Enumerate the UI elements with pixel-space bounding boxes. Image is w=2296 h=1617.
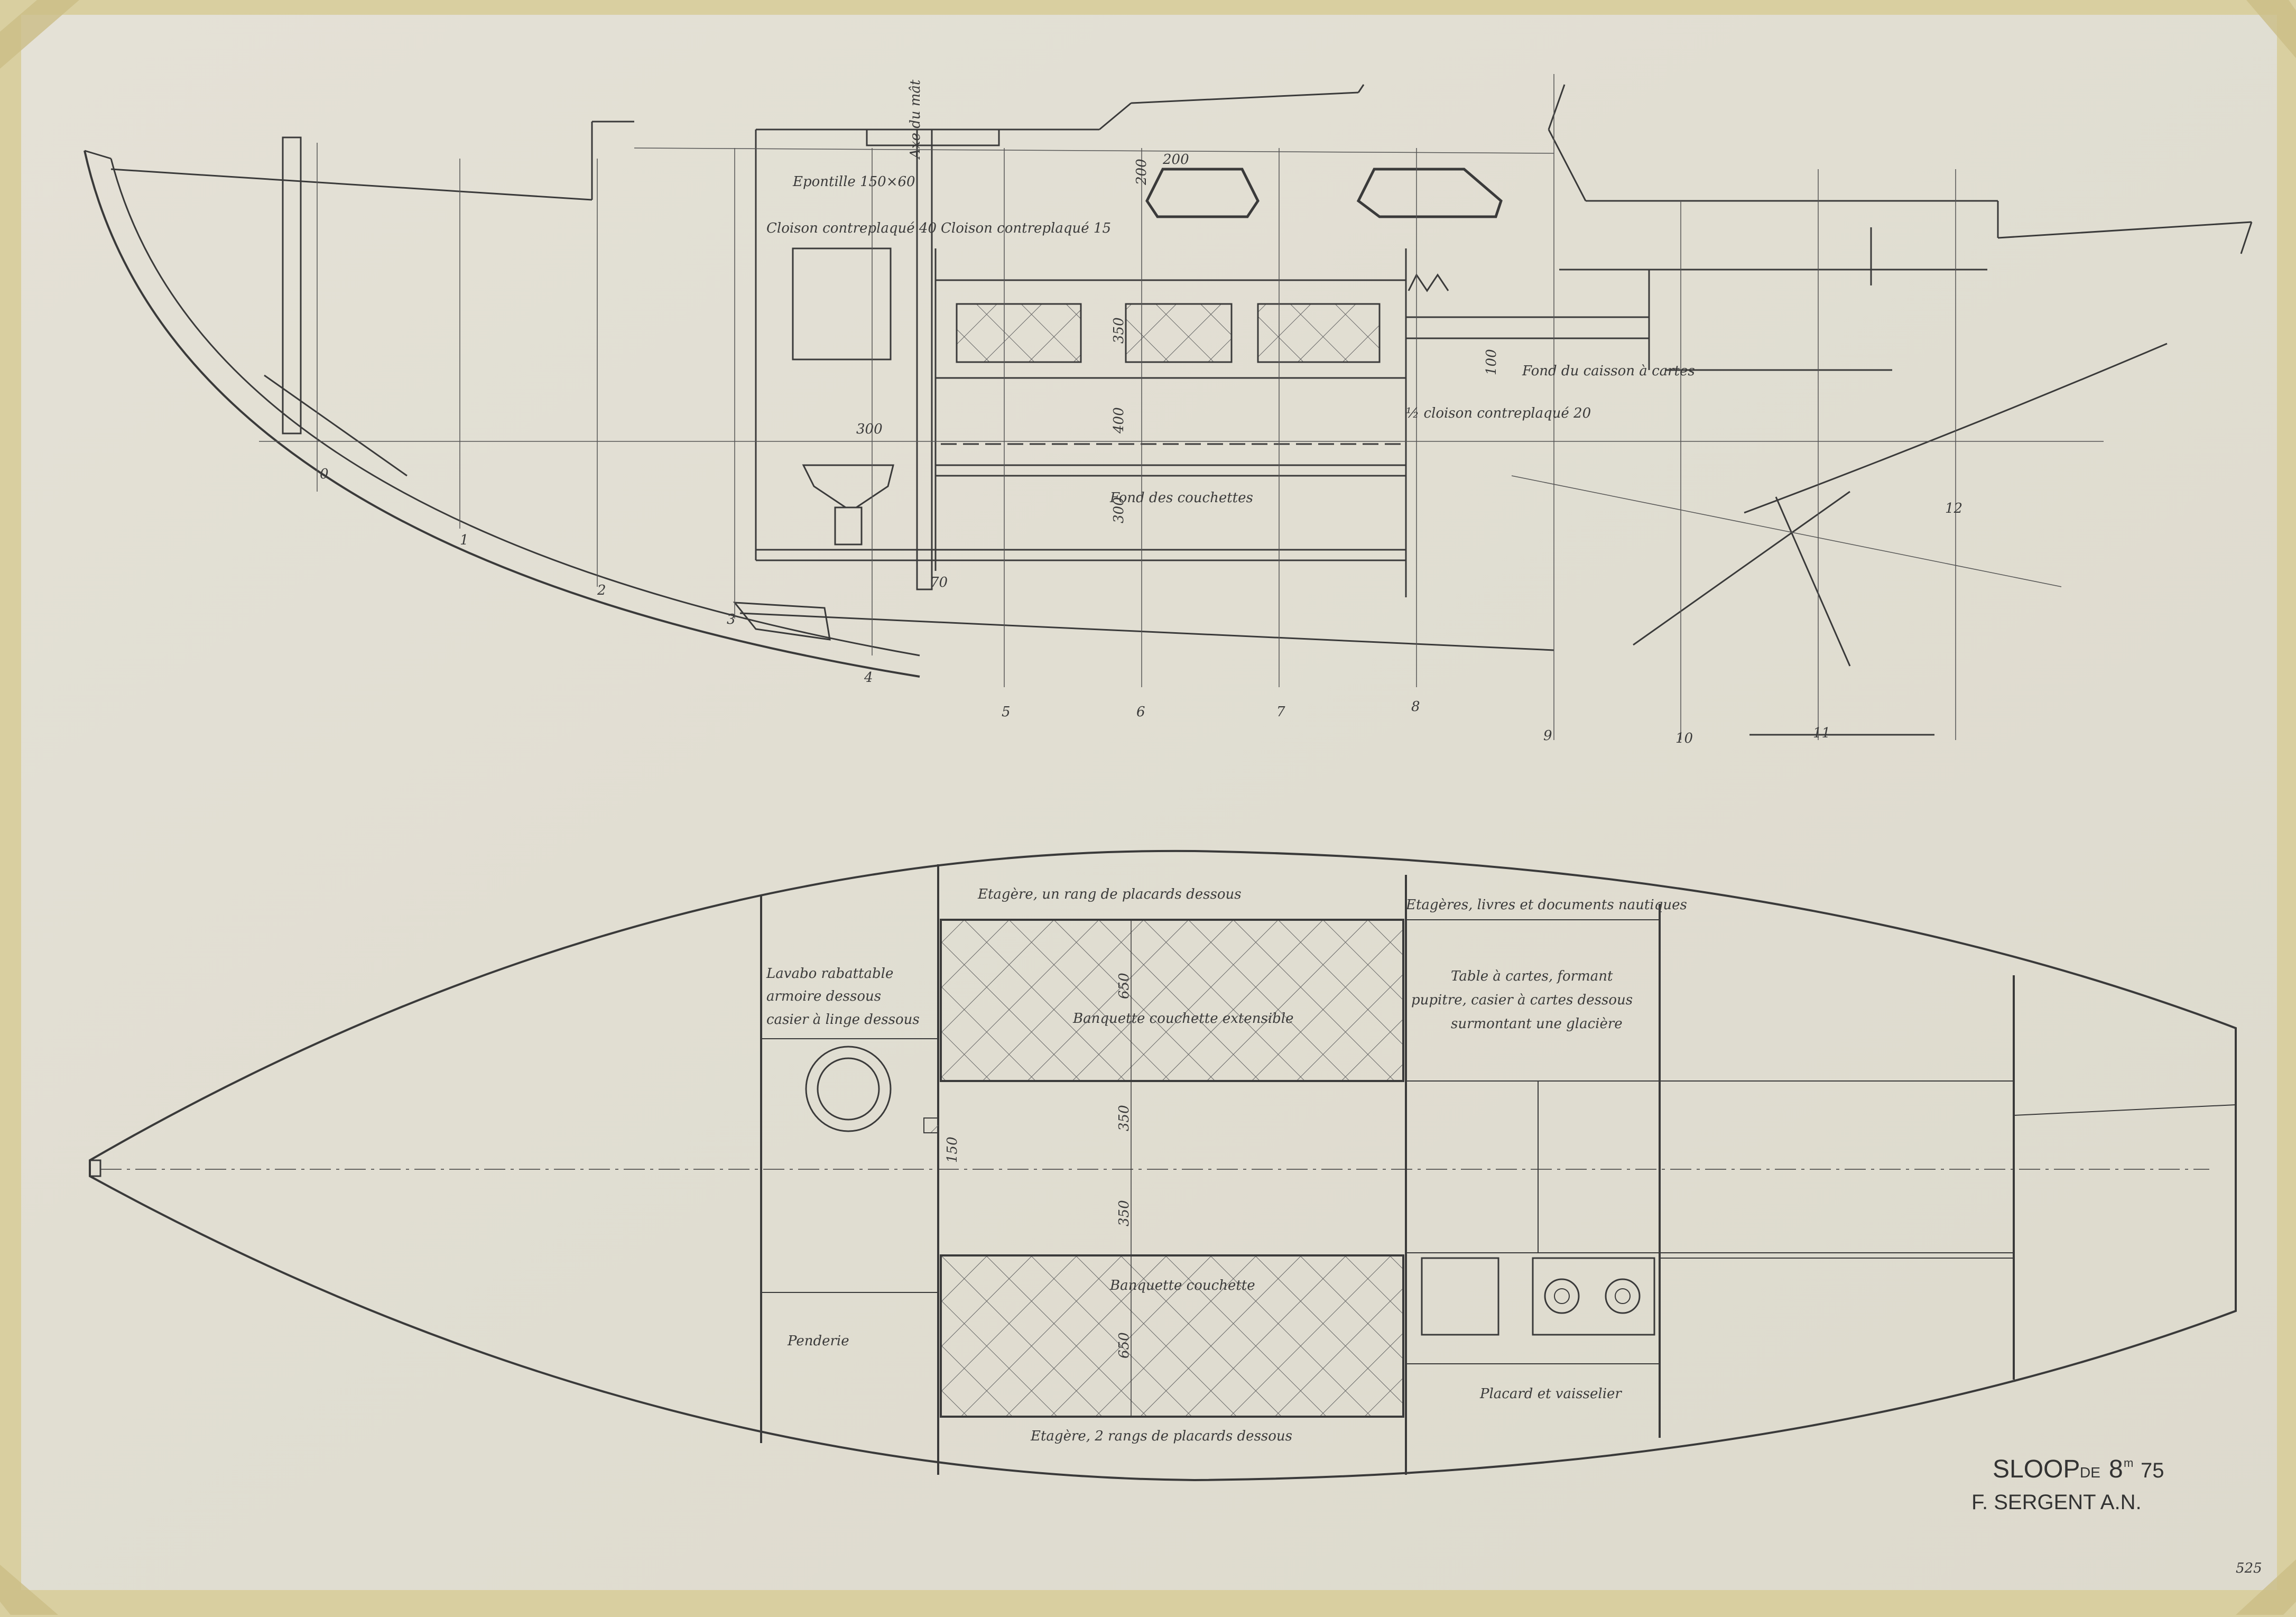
elevation-labels: Axe du mât Epontille 150×60 Cloison cont… [766, 79, 1695, 590]
sheet-mark: 525 [2236, 1560, 2262, 1576]
label-banquette-bottom: Banquette couchette [1109, 1278, 1255, 1293]
title-designer: F. SERGENT A.N. [1971, 1491, 2142, 1514]
dim-350b: 350 [1116, 1200, 1132, 1226]
station-7: 7 [1276, 704, 1285, 720]
dim-400: 400 [1111, 407, 1127, 434]
station-12: 12 [1945, 501, 1962, 516]
dim-200b: 200 [1162, 152, 1189, 168]
dim-150: 150 [945, 1136, 960, 1163]
label-banquette-top: Banquette couchette extensible [1072, 1011, 1294, 1027]
label-cloison-40: Cloison contreplaqué 40 [766, 220, 937, 236]
station-1: 1 [460, 532, 469, 548]
station-numbers: 0 1 2 3 4 5 6 7 8 9 10 11 12 [320, 466, 1962, 746]
label-lavabo-2: armoire dessous [766, 988, 881, 1004]
tape-top-right [2246, 0, 2296, 58]
label-table-3: surmontant une glacière [1451, 1016, 1623, 1032]
station-4: 4 [864, 670, 873, 686]
label-cloison-20: ½ cloison contreplaqué 20 [1406, 405, 1591, 421]
station-11: 11 [1813, 725, 1830, 741]
dim-350: 350 [1111, 317, 1127, 344]
dim-650b: 650 [1116, 1332, 1132, 1359]
tape-bottom-right [2236, 1559, 2296, 1615]
label-epontille: Epontille 150×60 [792, 174, 915, 190]
label-placard: Placard et vaisselier [1479, 1386, 1622, 1402]
label-penderie: Penderie [787, 1333, 849, 1349]
station-10: 10 [1675, 731, 1693, 746]
dim-300: 300 [856, 421, 883, 437]
station-0: 0 [320, 466, 329, 482]
station-2: 2 [597, 583, 606, 598]
plan-labels: Etagère, un rang de placards dessous Eta… [766, 886, 1687, 1444]
label-lavabo-1: Lavabo rabattable [766, 966, 893, 982]
label-etagere-top: Etagère, un rang de placards dessous [977, 886, 1242, 902]
label-lavabo-3: casier à linge dessous [766, 1012, 920, 1028]
title-block: SLOOP DE 8 m 75 F. SERGENT A.N. 525 [1971, 1455, 2262, 1576]
label-fond-cafier: Fond du caisson à cartes [1522, 363, 1695, 379]
station-8: 8 [1411, 699, 1420, 715]
elevation-view [84, 74, 2253, 740]
label-fond-couchettes: Fond des couchettes [1109, 490, 1253, 506]
dim-300b: 300 [1111, 497, 1127, 523]
label-table-2: pupitre, casier à cartes dessous [1411, 992, 1633, 1008]
label-etagere-bottom: Etagère, 2 rangs de placards dessous [1030, 1428, 1292, 1444]
title-de: DE [2080, 1464, 2100, 1481]
label-table-1: Table à cartes, formant [1451, 968, 1613, 984]
station-9: 9 [1543, 728, 1552, 744]
title-sloop: SLOOP [1993, 1455, 2080, 1483]
title-length: 8 [2109, 1455, 2123, 1483]
dim-350a: 350 [1116, 1105, 1132, 1131]
title-unit: m [2124, 1456, 2133, 1470]
station-6: 6 [1136, 704, 1145, 720]
label-cloison-15: Cloison contreplaqué 15 [941, 220, 1111, 236]
label-etageres-livres: Etagères, livres et documents nautiques [1405, 897, 1687, 913]
dim-200a: 200 [1134, 159, 1150, 186]
dim-70: 70 [930, 575, 948, 590]
station-3: 3 [727, 612, 736, 627]
title-decimal: 75 [2141, 1459, 2164, 1482]
tape-bottom-left [0, 1565, 58, 1615]
plan-view [89, 849, 2237, 1482]
dim-650a: 650 [1116, 973, 1132, 999]
dim-100: 100 [1484, 349, 1499, 375]
label-axe-mat: Axe du mât [908, 79, 923, 160]
tape-top-left [0, 0, 79, 69]
station-5: 5 [1002, 704, 1011, 720]
